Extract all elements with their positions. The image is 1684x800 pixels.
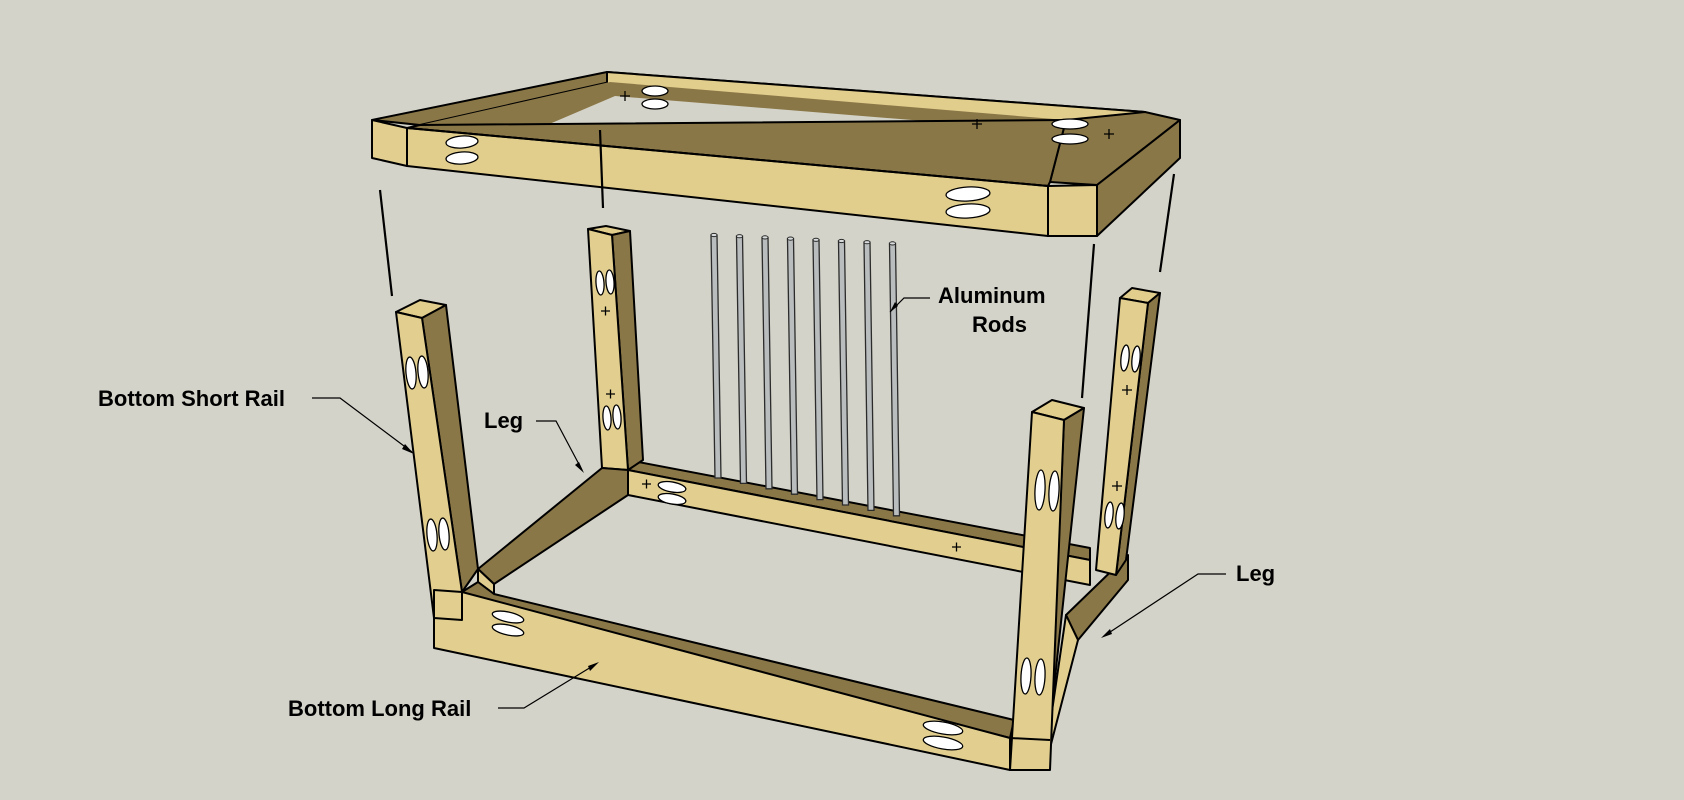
back-bottom-long-rail xyxy=(627,459,1091,586)
label-leg-left: Leg xyxy=(484,408,584,473)
explode-guide-lines xyxy=(378,129,1176,399)
aluminum-rod xyxy=(863,241,875,512)
aluminum-rods-label-line1: Aluminum xyxy=(938,283,1046,308)
bottom-long-rail-label: Bottom Long Rail xyxy=(288,696,471,721)
aluminum-rod-cap xyxy=(761,235,769,240)
leg-label-left: Leg xyxy=(484,408,523,433)
aluminum-rod xyxy=(888,242,901,517)
aluminum-rod-cap xyxy=(710,232,718,238)
aluminum-rod xyxy=(710,234,722,479)
aluminum-rod xyxy=(786,237,799,495)
label-aluminum-rods: Aluminum Rods xyxy=(889,283,1046,337)
aluminum-rod xyxy=(837,240,850,506)
aluminum-rod xyxy=(812,239,824,501)
aluminum-rods-label-line2: Rods xyxy=(972,312,1027,337)
aluminum-rod-cap xyxy=(812,237,820,242)
front-right-leg xyxy=(1009,399,1085,771)
label-bottom-short-rail: Bottom Short Rail xyxy=(98,386,414,454)
aluminum-rod xyxy=(761,236,773,490)
label-bottom-long-rail: Bottom Long Rail xyxy=(288,662,599,721)
aluminum-rods xyxy=(710,232,901,517)
front-bottom-long-rail xyxy=(433,581,1015,771)
back-left-leg xyxy=(587,225,644,471)
front-left-leg xyxy=(395,299,479,619)
top-frame xyxy=(371,71,1181,237)
aluminum-rod-cap xyxy=(787,236,794,241)
back-right-leg xyxy=(1095,287,1161,576)
left-bottom-short-rail xyxy=(477,467,629,595)
aluminum-rod-cap xyxy=(736,234,743,239)
leg-label-right: Leg xyxy=(1236,561,1275,586)
aluminum-rod-cap xyxy=(889,241,896,246)
label-leg-right: Leg xyxy=(1101,561,1275,638)
aluminum-rod-cap xyxy=(863,240,871,245)
aluminum-rod-cap xyxy=(838,238,845,244)
bottom-short-rail-label: Bottom Short Rail xyxy=(98,386,285,411)
aluminum-rod xyxy=(735,235,748,485)
